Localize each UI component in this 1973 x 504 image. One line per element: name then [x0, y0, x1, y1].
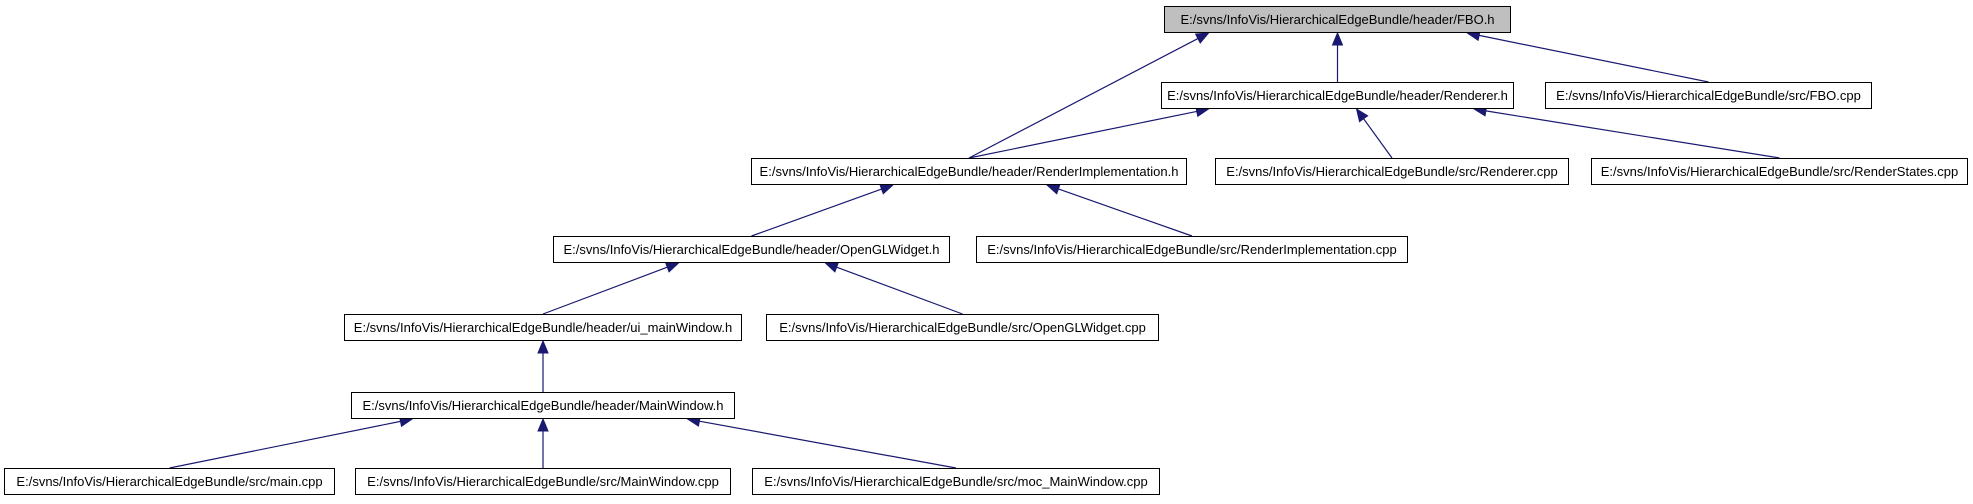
node-label: E:/svns/InfoVis/HierarchicalEdgeBundle/h…	[353, 320, 733, 335]
node-renderstates-cpp[interactable]: E:/svns/InfoVis/HierarchicalEdgeBundle/s…	[1591, 158, 1968, 185]
node-fbo-h[interactable]: E:/svns/InfoVis/HierarchicalEdgeBundle/h…	[1164, 6, 1511, 33]
arrowhead-icon	[879, 183, 895, 195]
arrowhead-icon	[1045, 183, 1061, 195]
edge-renderimpl_cpp-to-renderimpl_h	[1058, 188, 1193, 237]
node-fbo-cpp[interactable]: E:/svns/InfoVis/HierarchicalEdgeBundle/s…	[1545, 82, 1872, 109]
arrowhead-icon	[1355, 107, 1369, 123]
node-label: E:/svns/InfoVis/HierarchicalEdgeBundle/s…	[16, 474, 323, 489]
node-label: E:/svns/InfoVis/HierarchicalEdgeBundle/h…	[1167, 88, 1508, 103]
node-main-cpp[interactable]: E:/svns/InfoVis/HierarchicalEdgeBundle/s…	[4, 468, 335, 495]
arrowhead-icon	[664, 262, 680, 273]
node-label: E:/svns/InfoVis/HierarchicalEdgeBundle/s…	[1600, 164, 1959, 179]
node-mainwindow-cpp[interactable]: E:/svns/InfoVis/HierarchicalEdgeBundle/s…	[355, 468, 731, 495]
edge-renderimpl_h-to-renderer_h	[968, 110, 1197, 159]
arrowhead-icon	[824, 261, 840, 273]
node-label: E:/svns/InfoVis/HierarchicalEdgeBundle/h…	[563, 242, 940, 257]
node-renderimplementation-cpp[interactable]: E:/svns/InfoVis/HierarchicalEdgeBundle/s…	[976, 236, 1408, 263]
node-renderer-cpp[interactable]: E:/svns/InfoVis/HierarchicalEdgeBundle/s…	[1215, 158, 1569, 185]
edge-fbo_cpp-to-fbo_h	[1478, 34, 1709, 83]
node-label: E:/svns/InfoVis/HierarchicalEdgeBundle/s…	[367, 474, 719, 489]
node-renderimplementation-h[interactable]: E:/svns/InfoVis/HierarchicalEdgeBundle/h…	[751, 158, 1187, 185]
node-renderer-h[interactable]: E:/svns/InfoVis/HierarchicalEdgeBundle/h…	[1161, 82, 1514, 109]
node-label: E:/svns/InfoVis/HierarchicalEdgeBundle/s…	[764, 474, 1148, 489]
node-moc-mainwindow-cpp[interactable]: E:/svns/InfoVis/HierarchicalEdgeBundle/s…	[752, 468, 1160, 495]
arrowhead-icon	[1194, 32, 1210, 44]
node-label: E:/svns/InfoVis/HierarchicalEdgeBundle/s…	[1556, 88, 1861, 103]
arrowhead-icon	[537, 417, 549, 432]
node-label: E:/svns/InfoVis/HierarchicalEdgeBundle/h…	[759, 164, 1179, 179]
edge-main_cpp-to-mainwindow_h	[169, 420, 401, 469]
edge-moc_mainwindow_cpp-to-mainwindow_h	[699, 420, 957, 469]
node-openglwidget-cpp[interactable]: E:/svns/InfoVis/HierarchicalEdgeBundle/s…	[766, 314, 1159, 341]
edge-ui_mainwindow_h-to-openglwidget_h	[542, 266, 668, 315]
node-label: E:/svns/InfoVis/HierarchicalEdgeBundle/s…	[987, 242, 1397, 257]
arrowhead-icon	[537, 339, 549, 354]
edge-renderer_cpp-to-renderer_h	[1363, 118, 1393, 159]
node-label: E:/svns/InfoVis/HierarchicalEdgeBundle/s…	[779, 320, 1146, 335]
arrowhead-icon	[1331, 31, 1344, 46]
edge-openglwidget_cpp-to-openglwidget_h	[836, 266, 963, 315]
node-label: E:/svns/InfoVis/HierarchicalEdgeBundle/h…	[362, 398, 724, 413]
node-ui-mainwindow-h[interactable]: E:/svns/InfoVis/HierarchicalEdgeBundle/h…	[344, 314, 742, 341]
edge-renderimpl_h-to-fbo_h	[968, 38, 1199, 159]
node-openglwidget-h[interactable]: E:/svns/InfoVis/HierarchicalEdgeBundle/h…	[553, 236, 950, 263]
node-label: E:/svns/InfoVis/HierarchicalEdgeBundle/h…	[1180, 12, 1495, 27]
node-label: E:/svns/InfoVis/HierarchicalEdgeBundle/s…	[1226, 164, 1558, 179]
edge-openglwidget_h-to-renderimpl_h	[751, 188, 882, 237]
node-mainwindow-h[interactable]: E:/svns/InfoVis/HierarchicalEdgeBundle/h…	[351, 392, 735, 419]
edge-renderstates_cpp-to-renderer_h	[1485, 110, 1780, 159]
